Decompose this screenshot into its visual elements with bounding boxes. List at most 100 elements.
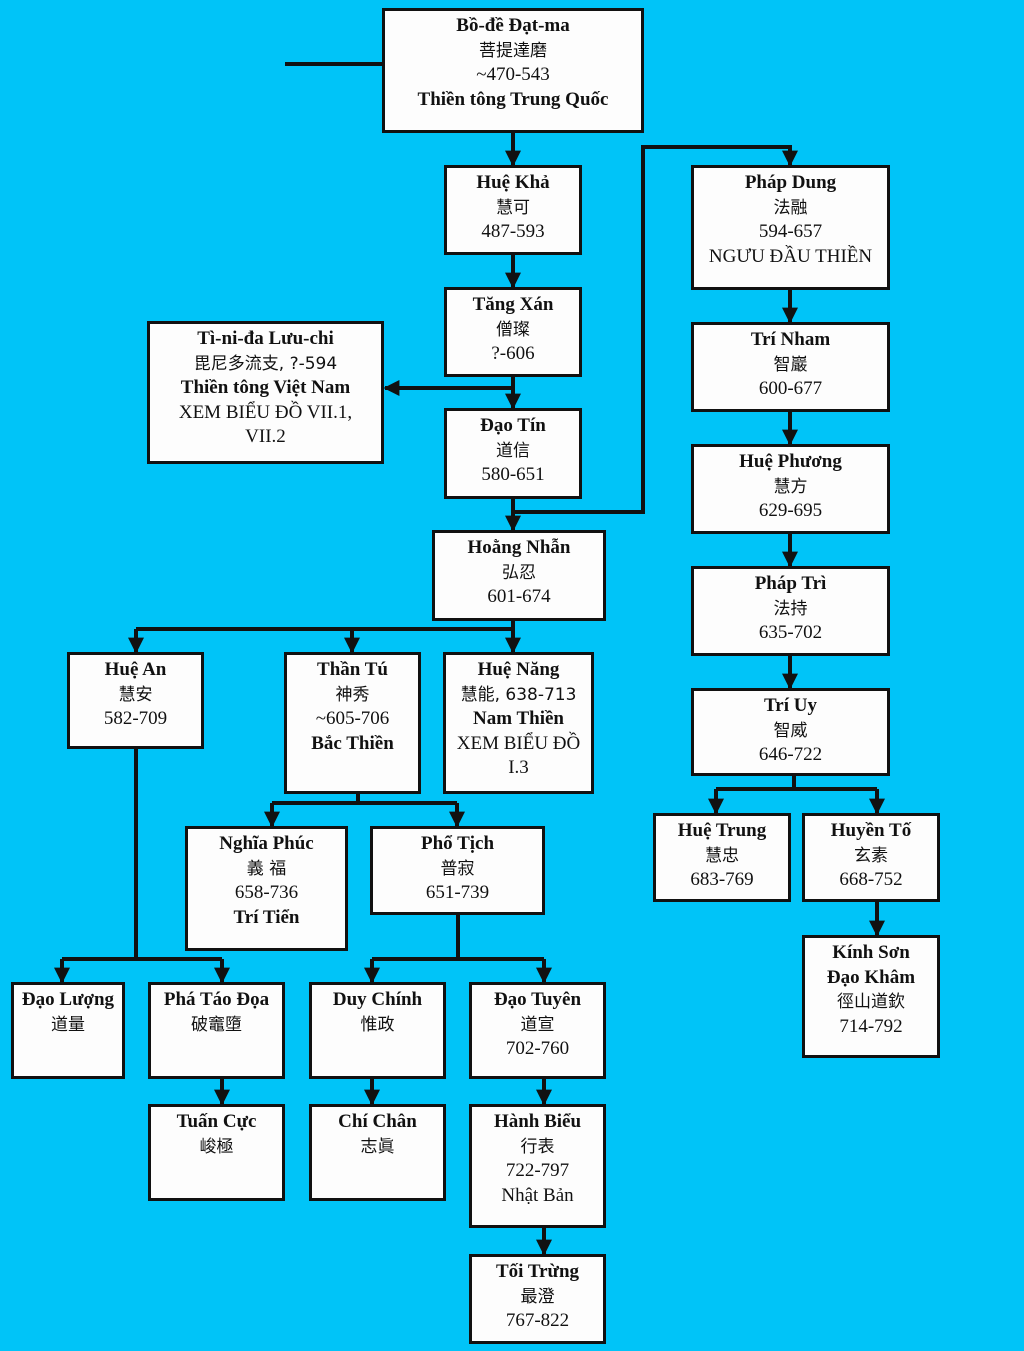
node-chinese-label: 慧安 bbox=[118, 684, 153, 705]
node-chinese-label: 法持 bbox=[773, 598, 808, 619]
node-name-label: Nghĩa Phúc bbox=[219, 833, 314, 854]
node-name-label: Tì-ni-đa Lưu-chi bbox=[197, 328, 334, 349]
node-name-label: Phá Táo Đọa bbox=[163, 989, 270, 1010]
node-name-label: Huệ Phương bbox=[739, 451, 842, 472]
node-detail-label: 714-792 bbox=[839, 1015, 903, 1037]
node-name-label: Chí Chân bbox=[338, 1111, 417, 1132]
node-detail-label: 658-736 bbox=[234, 882, 299, 903]
node-tri-uy: Trí Uy 智威 646-722 bbox=[691, 688, 890, 776]
node-detail-label: 582-709 bbox=[103, 708, 168, 729]
node-name-label: Tăng Xán bbox=[472, 294, 554, 315]
node-name-label: Hành Biểu bbox=[493, 1111, 582, 1132]
node-detail-label: 767-822 bbox=[505, 1310, 570, 1331]
node-chinese-label: 志眞 bbox=[360, 1136, 395, 1157]
node-chinese-label: 僧璨 bbox=[496, 319, 530, 340]
node-duy-chinh: Duy Chính 惟政 bbox=[309, 982, 446, 1079]
node-chinese-label: 毘尼多流支, ?-594 bbox=[193, 353, 338, 374]
node-hue-trung: Huệ Trung 慧忠 683-769 bbox=[653, 813, 791, 902]
node-detail-label: NGƯU ĐẦU THIỀN bbox=[708, 245, 873, 267]
node-name-label: Tối Trừng bbox=[495, 1261, 580, 1282]
node-name-label: Pháp Trì bbox=[754, 573, 827, 594]
node-name-label: Hoằng Nhẫn bbox=[467, 537, 571, 558]
node-detail-label: Nhật Bản bbox=[501, 1184, 574, 1206]
node-name-label: Huệ Năng bbox=[477, 659, 560, 680]
node-name-label: Thiền tông Trung Quốc bbox=[417, 88, 609, 110]
node-hue-kha: Huệ Khả 慧可 487-593 bbox=[444, 165, 582, 255]
node-chinese-label: 智威 bbox=[773, 720, 808, 741]
edge-dao-tin-phap-dung bbox=[513, 145, 798, 514]
node-name-label: Huệ Khả bbox=[476, 172, 550, 193]
node-pha-tao-doa: Phá Táo Đọa 破竈墮 bbox=[148, 982, 285, 1079]
node-detail-label: 683-769 bbox=[690, 869, 754, 890]
node-detail-label: 580-651 bbox=[481, 464, 545, 485]
node-name-label: Huệ An bbox=[104, 659, 167, 680]
node-detail-label: 629-695 bbox=[758, 500, 823, 521]
node-toi-trung: Tối Trừng 最澄 767-822 bbox=[469, 1254, 606, 1344]
node-detail-label: ~605-706 bbox=[315, 708, 390, 729]
node-name-label: Pháp Dung bbox=[744, 172, 837, 193]
node-chinese-label: 義 福 bbox=[246, 858, 287, 879]
node-name-label: Trí Uy bbox=[764, 695, 817, 716]
node-hoang-nhan: Hoằng Nhẫn 弘忍 601-674 bbox=[432, 530, 606, 621]
node-chinese-label: 最澄 bbox=[520, 1286, 555, 1307]
node-name-label: Nam Thiền bbox=[473, 708, 564, 729]
node-chinese-label: 行表 bbox=[520, 1136, 555, 1157]
node-detail-label: 487-593 bbox=[481, 221, 545, 242]
node-chinese-label: 慧可 bbox=[496, 197, 530, 218]
node-detail-label: XEM BIỂU ĐỒ bbox=[456, 732, 581, 754]
node-detail-label: 594-657 bbox=[758, 221, 823, 242]
node-detail-label: 635-702 bbox=[758, 622, 823, 643]
edge-than-tu-bus bbox=[272, 792, 457, 805]
node-chinese-label: 破竈墮 bbox=[191, 1014, 242, 1035]
node-detail-label: 702-760 bbox=[505, 1038, 570, 1059]
node-chinese-label: 惟政 bbox=[360, 1014, 395, 1035]
node-detail-label: XEM BIỂU ĐỒ VII.1, bbox=[178, 401, 353, 423]
node-chinese-label: 道量 bbox=[51, 1014, 85, 1035]
node-chinese-label: 智巖 bbox=[773, 354, 808, 375]
node-name-label: Duy Chính bbox=[332, 989, 423, 1010]
node-chi-chan: Chí Chân 志眞 bbox=[309, 1104, 446, 1201]
node-name-label: Thiền tông Việt Nam bbox=[180, 377, 351, 398]
node-detail-label: 600-677 bbox=[758, 378, 823, 399]
node-detail-label: 651-739 bbox=[425, 882, 490, 903]
node-name-label: Huyền Tố bbox=[830, 820, 912, 841]
node-chinese-label: 弘忍 bbox=[502, 562, 536, 583]
node-name-label: Huệ Trung bbox=[677, 820, 767, 841]
node-chinese-label: 峻極 bbox=[199, 1136, 234, 1157]
node-detail-label: ~470-543 bbox=[476, 64, 550, 85]
node-name-label: Bồ-đề Đạt-ma bbox=[456, 15, 570, 36]
node-chinese-label: 慧能, 638-713 bbox=[460, 684, 577, 705]
node-name-label: Phổ Tịch bbox=[420, 833, 495, 854]
node-name-label: Trí Nham bbox=[750, 329, 831, 350]
node-detail-label: 646-722 bbox=[758, 744, 823, 765]
node-detail-label: VII.2 bbox=[245, 426, 286, 447]
node-detail-label: 722-797 bbox=[505, 1160, 570, 1181]
node-chinese-label: 徑山道欽 bbox=[837, 992, 905, 1012]
node-tri-nham: Trí Nham 智巖 600-677 bbox=[691, 322, 890, 412]
node-chinese-label: 法融 bbox=[773, 197, 808, 218]
node-chinese-label: 慧方 bbox=[773, 476, 808, 497]
node-name-label: Đạo Khâm bbox=[826, 966, 916, 988]
node-name-label: Bắc Thiền bbox=[311, 732, 394, 754]
node-chinese-label: 道信 bbox=[496, 440, 530, 461]
node-detail-label: 601-674 bbox=[487, 586, 551, 607]
node-chinese-label: 道宣 bbox=[520, 1014, 555, 1035]
node-hue-phuong: Huệ Phương 慧方 629-695 bbox=[691, 444, 890, 534]
node-chinese-label: 慧忠 bbox=[705, 845, 739, 866]
node-name-label: Thần Tú bbox=[317, 659, 388, 680]
node-phap-tri: Pháp Trì 法持 635-702 bbox=[691, 566, 890, 656]
node-hue-an: Huệ An 慧安 582-709 bbox=[67, 652, 204, 749]
edge-tri-uy-bus bbox=[716, 774, 877, 791]
